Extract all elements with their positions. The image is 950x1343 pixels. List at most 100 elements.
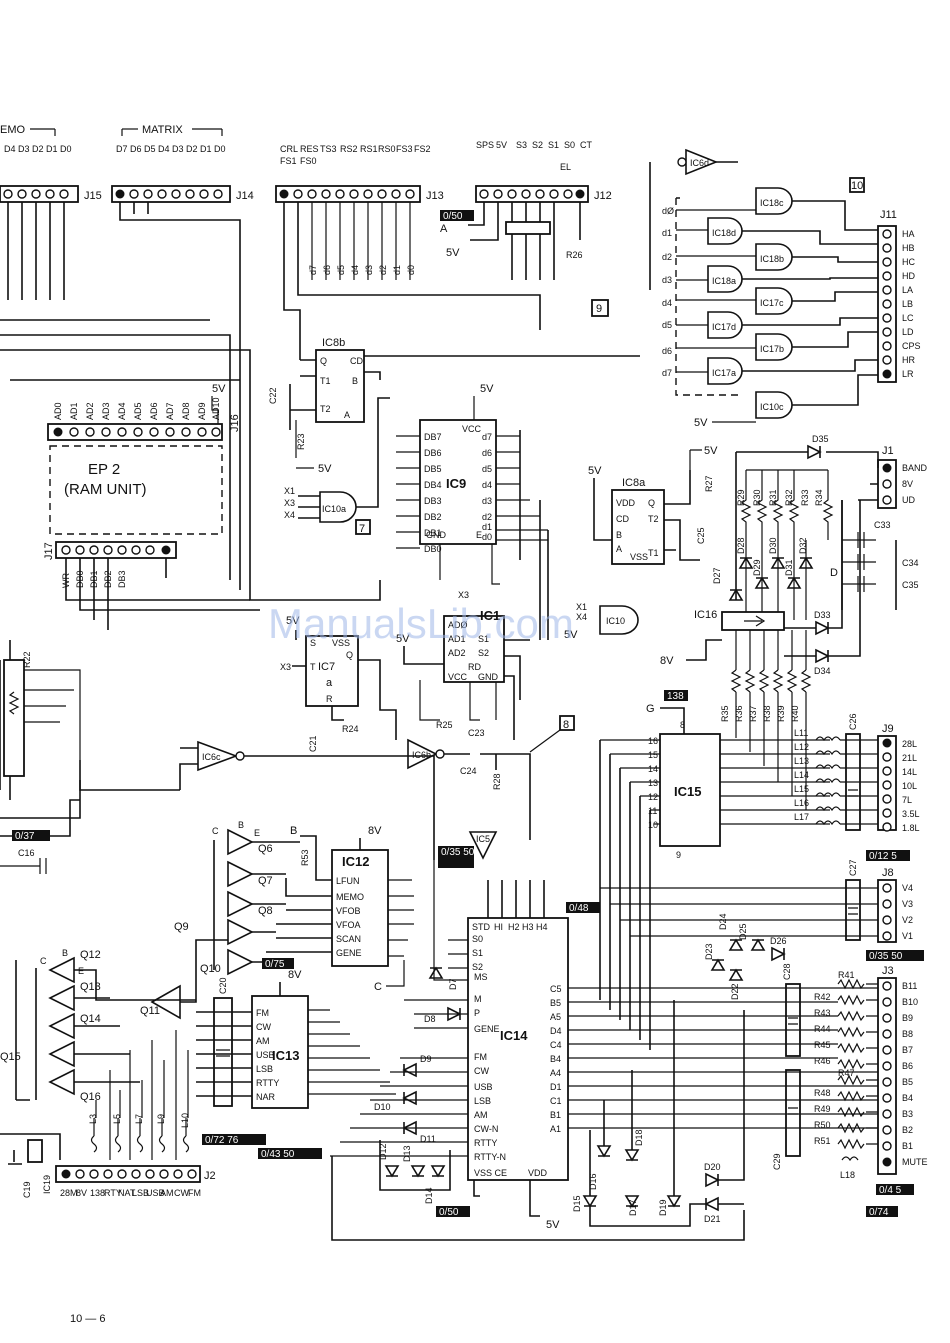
svg-text:IC18d: IC18d <box>712 228 736 238</box>
tag-0-72-76: 0/72 76 <box>202 1134 266 1146</box>
svg-text:FS2: FS2 <box>414 144 431 154</box>
j13-label: J13 <box>426 190 444 202</box>
svg-text:Q8: Q8 <box>258 905 273 917</box>
svg-text:RTTY: RTTY <box>474 1138 497 1148</box>
svg-text:8V: 8V <box>368 825 382 837</box>
svg-text:L17: L17 <box>794 812 809 822</box>
svg-text:L14: L14 <box>794 770 809 780</box>
svg-text:IC8b: IC8b <box>322 337 345 349</box>
svg-text:Q15: Q15 <box>0 1051 21 1063</box>
svg-text:D10: D10 <box>374 1102 391 1112</box>
svg-text:IC10c: IC10c <box>760 402 784 412</box>
tag-0-50-top: 0/50 <box>440 210 474 222</box>
svg-text:Q12: Q12 <box>80 949 101 961</box>
ic14-right-pins: MS M P GENE FM CW USB LSB AM CW-N RTTY R… <box>474 972 506 1162</box>
l18-inductor: L18 <box>840 1156 859 1180</box>
svg-text:5V: 5V <box>546 1219 560 1231</box>
svg-text:USB: USB <box>256 1050 275 1060</box>
svg-text:RD: RD <box>468 662 481 672</box>
d22-d26-diodes: D23 D24 D22 D25 D26 <box>704 913 787 1000</box>
svg-text:DB2: DB2 <box>424 512 442 522</box>
svg-text:8V: 8V <box>76 1188 87 1198</box>
memo-group-label: EMO <box>0 124 26 136</box>
svg-text:MS: MS <box>474 972 488 982</box>
j13-connector: J13 <box>275 185 444 203</box>
svg-text:P: P <box>474 1008 480 1018</box>
svg-text:S2: S2 <box>478 648 489 658</box>
svg-text:IC14: IC14 <box>500 1028 528 1043</box>
svg-text:FM: FM <box>256 1008 269 1018</box>
svg-text:R44: R44 <box>814 1024 831 1034</box>
svg-text:DB4: DB4 <box>424 480 442 490</box>
svg-text:L16: L16 <box>794 798 809 808</box>
svg-text:CD: CD <box>350 356 363 366</box>
svg-text:FM: FM <box>188 1188 201 1198</box>
r35-r40-resistors: R35 R36 R37 R38 R39 R40 <box>720 669 812 722</box>
svg-text:8V: 8V <box>660 655 674 667</box>
svg-text:0/12 5: 0/12 5 <box>869 851 897 862</box>
svg-text:d1: d1 <box>662 228 672 238</box>
svg-text:D0: D0 <box>60 144 72 154</box>
svg-text:d3: d3 <box>482 496 492 506</box>
svg-text:D17: D17 <box>628 1199 638 1216</box>
svg-text:AD2: AD2 <box>448 648 466 658</box>
svg-text:J3: J3 <box>882 965 894 977</box>
svg-text:D33: D33 <box>814 610 831 620</box>
svg-text:D18: D18 <box>634 1129 644 1146</box>
svg-text:d0: d0 <box>406 265 416 275</box>
svg-text:LR: LR <box>902 369 914 379</box>
svg-text:R40: R40 <box>790 705 800 722</box>
svg-text:B6: B6 <box>902 1061 913 1071</box>
svg-text:D15: D15 <box>572 1195 582 1212</box>
ic9-right-pins: d7 d6 d5 d4 d3 d2 d1 d0 <box>482 432 492 542</box>
svg-text:FM: FM <box>474 1052 487 1062</box>
svg-text:FS0: FS0 <box>300 156 317 166</box>
svg-text:7: 7 <box>359 523 365 535</box>
svg-text:R35: R35 <box>720 705 730 722</box>
svg-text:G: G <box>646 703 655 715</box>
boxed-10 <box>849 177 865 193</box>
svg-text:5V: 5V <box>318 463 332 475</box>
svg-text:CW: CW <box>256 1022 271 1032</box>
l11-l17-inductors: L11 L12 L13 L14 L15 L16 L17 <box>794 728 841 826</box>
svg-text:V4: V4 <box>902 883 913 893</box>
svg-text:R30: R30 <box>752 489 762 506</box>
svg-text:IC7: IC7 <box>318 661 335 673</box>
r28-label: R27 <box>704 475 714 492</box>
svg-text:A1: A1 <box>550 1124 561 1134</box>
svg-text:28M: 28M <box>60 1188 78 1198</box>
svg-text:16: 16 <box>648 736 658 746</box>
svg-text:T2: T2 <box>648 514 659 524</box>
ic6d-inverter: IC6d <box>677 148 719 176</box>
svg-text:28L: 28L <box>902 739 917 749</box>
svg-text:RES: RES <box>300 144 319 154</box>
svg-text:L5: L5 <box>112 1114 122 1124</box>
svg-text:5V: 5V <box>704 445 718 457</box>
ic9-left-pins: DB7 DB6 DB5 DB4 DB3 DB2 DB1 DB0 <box>424 432 442 554</box>
svg-text:IC10a: IC10a <box>322 504 346 514</box>
j15-header: D4 D3 D2 D1 D0 <box>4 144 72 154</box>
svg-text:8V: 8V <box>288 969 302 981</box>
svg-text:0/4 5: 0/4 5 <box>879 1185 902 1196</box>
svg-text:5V: 5V <box>286 615 300 627</box>
svg-text:Q: Q <box>648 498 655 508</box>
svg-text:DB3: DB3 <box>117 570 127 588</box>
svg-text:C: C <box>40 956 47 966</box>
svg-text:D24: D24 <box>718 913 728 930</box>
ic17a-gate: IC17a <box>707 357 743 385</box>
svg-text:Q6: Q6 <box>258 843 273 855</box>
ic13-chip: IC13 <box>251 995 309 1109</box>
svg-text:D28: D28 <box>736 537 746 554</box>
svg-text:0/75: 0/75 <box>265 959 285 970</box>
ic10b-gate: IC10 <box>599 605 639 635</box>
j2-connector: J2 <box>55 1165 216 1183</box>
svg-text:RS0: RS0 <box>378 144 396 154</box>
svg-text:IC17c: IC17c <box>760 298 784 308</box>
svg-text:d2: d2 <box>378 265 388 275</box>
svg-text:C4: C4 <box>550 1040 562 1050</box>
tag-138: 138 <box>664 690 688 702</box>
svg-text:IC6c: IC6c <box>202 752 221 762</box>
